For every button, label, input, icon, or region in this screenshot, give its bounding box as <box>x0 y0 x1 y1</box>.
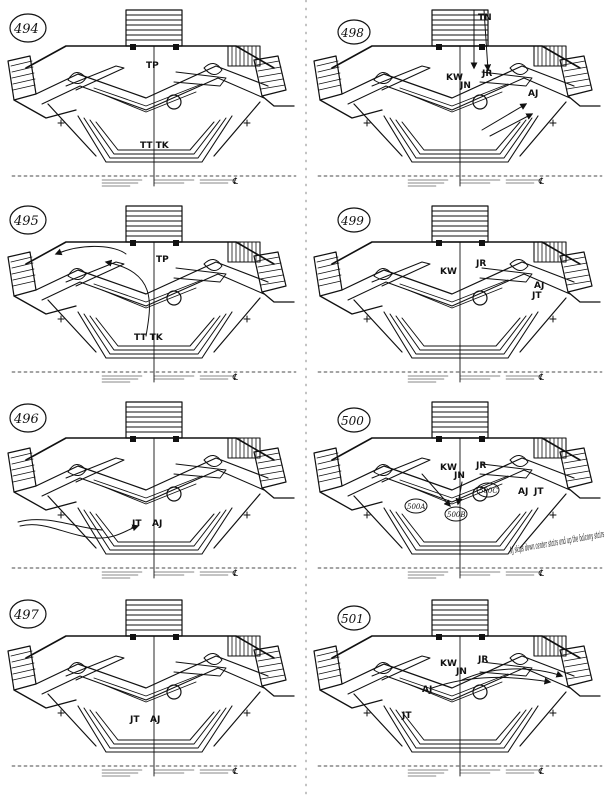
mark-500a: 500A <box>407 503 425 511</box>
panel-number-circle <box>337 207 371 233</box>
panel-number-circle <box>337 19 371 45</box>
movement-arrow <box>481 103 528 131</box>
centerline-label: ℄ <box>232 767 238 777</box>
mark-tp: TP <box>156 255 169 265</box>
mark-aj: AJ <box>518 487 528 497</box>
panel-number-circle <box>9 205 47 235</box>
panel-498: 498 TN KW JN JR AJ ℄ <box>313 9 603 187</box>
mark-aj: AJ <box>150 715 160 725</box>
mark-jr: JR <box>477 655 488 665</box>
mark-jn: JN <box>459 81 471 91</box>
panel-number: 496 <box>13 412 39 427</box>
mark-kw: KW <box>440 267 457 277</box>
movement-arrow <box>421 473 451 508</box>
mark-jt: JT <box>533 487 544 497</box>
panel-number-circle <box>9 403 47 433</box>
centerline-label: ℄ <box>232 373 238 383</box>
mark-aj: AJ <box>534 281 544 291</box>
mark-kw: KW <box>440 659 457 669</box>
movement-arrow <box>19 524 140 539</box>
mark-jr: JR <box>481 69 492 79</box>
mark-kw: KW <box>446 73 463 83</box>
panel-number: 499 <box>340 214 364 228</box>
position-circle <box>476 482 500 498</box>
panel-number-circle <box>337 407 371 433</box>
mark-500b: 500B <box>447 511 466 519</box>
centerline-label: ℄ <box>232 177 238 187</box>
mark-jt: JT <box>129 715 140 725</box>
mark-jt: JT <box>531 291 542 301</box>
movement-arrow <box>104 259 150 337</box>
panel-number: 500 <box>341 414 364 428</box>
centerline-label: ℄ <box>232 569 238 579</box>
panel-number: 498 <box>340 26 364 40</box>
mark-500c: 500C <box>479 487 498 495</box>
mark-aj: AJ <box>152 519 162 529</box>
handwritten-note: AJ skips down center stairs and up the b… <box>508 529 605 557</box>
position-circle <box>404 498 428 514</box>
panel-495: 495 TP TT TK ℄ <box>7 205 297 383</box>
centerline-label: ℄ <box>538 373 544 383</box>
position-circle <box>444 506 468 522</box>
movement-arrow <box>17 519 103 531</box>
movement-arrow <box>455 481 463 506</box>
panel-501: 501 KW JN JR AJ JT ℄ <box>313 599 603 777</box>
mark-jn: JN <box>453 471 465 481</box>
panel-496: 496 JT AJ ℄ <box>7 401 297 579</box>
mark-tt-tk: TT TK <box>140 141 170 151</box>
note-line: AJ skips down center stairs and up the b… <box>508 529 605 557</box>
panel-number-circle <box>337 605 371 631</box>
centerline-label: ℄ <box>538 569 544 579</box>
panel-499: 499 KW JR AJ JT ℄ <box>313 205 603 383</box>
movement-arrow <box>489 113 534 137</box>
movement-arrow <box>461 668 564 681</box>
mark-aj: AJ <box>422 685 432 695</box>
mark-jt: JT <box>401 711 412 721</box>
panel-number: 495 <box>13 214 39 229</box>
mark-tp: TP <box>146 61 159 71</box>
mark-kw: KW <box>440 463 457 473</box>
panel-number: 501 <box>341 612 364 626</box>
panel-number: 494 <box>13 22 39 37</box>
movement-arrow <box>431 676 552 689</box>
mark-jn: JN <box>455 667 467 677</box>
panel-number-circle <box>9 13 47 43</box>
movement-arrow <box>54 245 127 256</box>
mark-tt-tk: TT TK <box>134 333 164 343</box>
mark-jr: JR <box>475 259 486 269</box>
centerline-label: ℄ <box>538 177 544 187</box>
movement-arrow <box>483 9 492 72</box>
centerline-label: ℄ <box>538 767 544 777</box>
panel-number-circle <box>9 599 47 629</box>
panel-497: 497 JT AJ ℄ <box>7 599 297 777</box>
panel-number: 497 <box>13 608 40 623</box>
mark-aj: AJ <box>528 89 538 99</box>
mark-jt: JT <box>131 519 142 529</box>
panel-494: 494 TP TT TK ℄ <box>7 9 297 187</box>
panel-500: 500 KW JN JR AJ JT 500A 500B 500C AJ ski… <box>313 401 605 579</box>
mark-jr: JR <box>475 461 486 471</box>
